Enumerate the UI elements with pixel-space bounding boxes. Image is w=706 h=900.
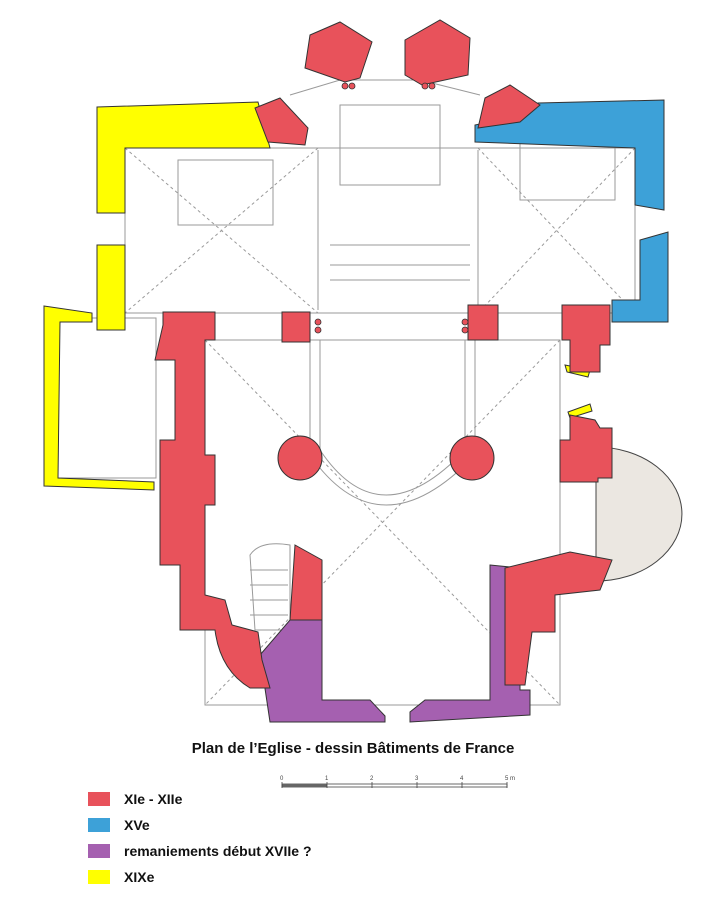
legend-label: XVe	[124, 817, 150, 833]
legend-label: XIXe	[124, 869, 155, 885]
legend-label: remaniements début XVIIe ?	[124, 843, 312, 859]
pier-markers	[314, 82, 469, 334]
legend-item: XIXe	[88, 864, 312, 890]
scale-tick-label: 5 m	[505, 776, 515, 782]
legend-swatch	[88, 792, 110, 806]
xi-xii-walls	[154, 19, 613, 689]
xix-walls	[43, 101, 593, 491]
legend-swatch	[88, 870, 110, 884]
scale-tick-label: 1	[325, 776, 329, 782]
legend-item: XVe	[88, 812, 312, 838]
scale-tick-label: 2	[370, 776, 374, 782]
annex-apse	[595, 446, 683, 582]
plan-caption: Plan de l’Eglise - dessin Bâtiments de F…	[191, 740, 515, 757]
xv-walls	[474, 99, 669, 323]
legend-swatch	[88, 818, 110, 832]
scale-bar: 0 1 2 3 4 5 m	[280, 776, 515, 788]
legend-item: XIe - XIIe	[88, 786, 312, 812]
scale-tick-label: 4	[460, 776, 464, 782]
church-floor-plan	[43, 19, 683, 723]
scale-tick-label: 3	[415, 776, 419, 782]
legend-label: XIe - XIIe	[124, 791, 183, 807]
scale-tick-label: 0	[280, 776, 284, 782]
legend-item: remaniements début XVIIe ?	[88, 838, 312, 864]
legend-swatch	[88, 844, 110, 858]
